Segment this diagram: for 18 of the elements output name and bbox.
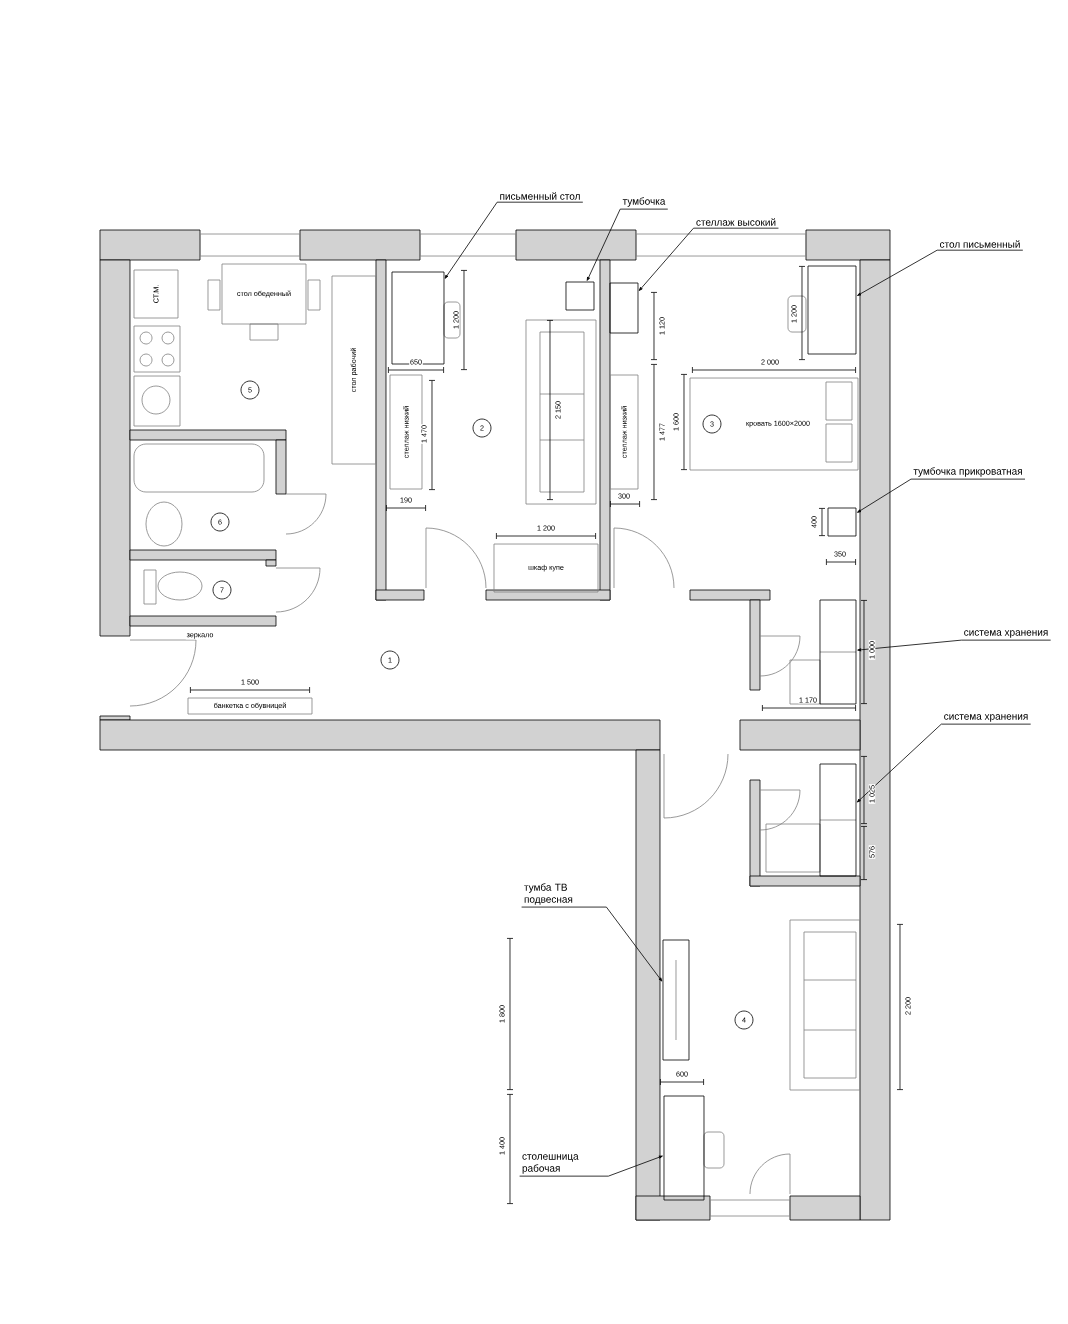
leader-line bbox=[444, 201, 584, 279]
leader-line bbox=[857, 249, 1024, 296]
nightstand-outline bbox=[827, 507, 857, 537]
leader-line bbox=[857, 478, 1026, 513]
storage-outline bbox=[819, 763, 857, 877]
leader-line bbox=[521, 906, 663, 982]
leader-line bbox=[519, 1155, 663, 1177]
leader-line bbox=[638, 227, 779, 291]
tv-unit-outline bbox=[662, 939, 690, 1061]
desk-outline bbox=[391, 271, 445, 365]
leader-line bbox=[586, 208, 669, 281]
desk-outline bbox=[663, 1095, 705, 1201]
desk-outline bbox=[807, 265, 857, 355]
storage-outline bbox=[819, 599, 857, 705]
leader-line bbox=[856, 723, 1032, 803]
nightstand-outline bbox=[565, 281, 595, 311]
leader-line bbox=[857, 639, 1052, 652]
shelf-outline bbox=[609, 282, 639, 334]
